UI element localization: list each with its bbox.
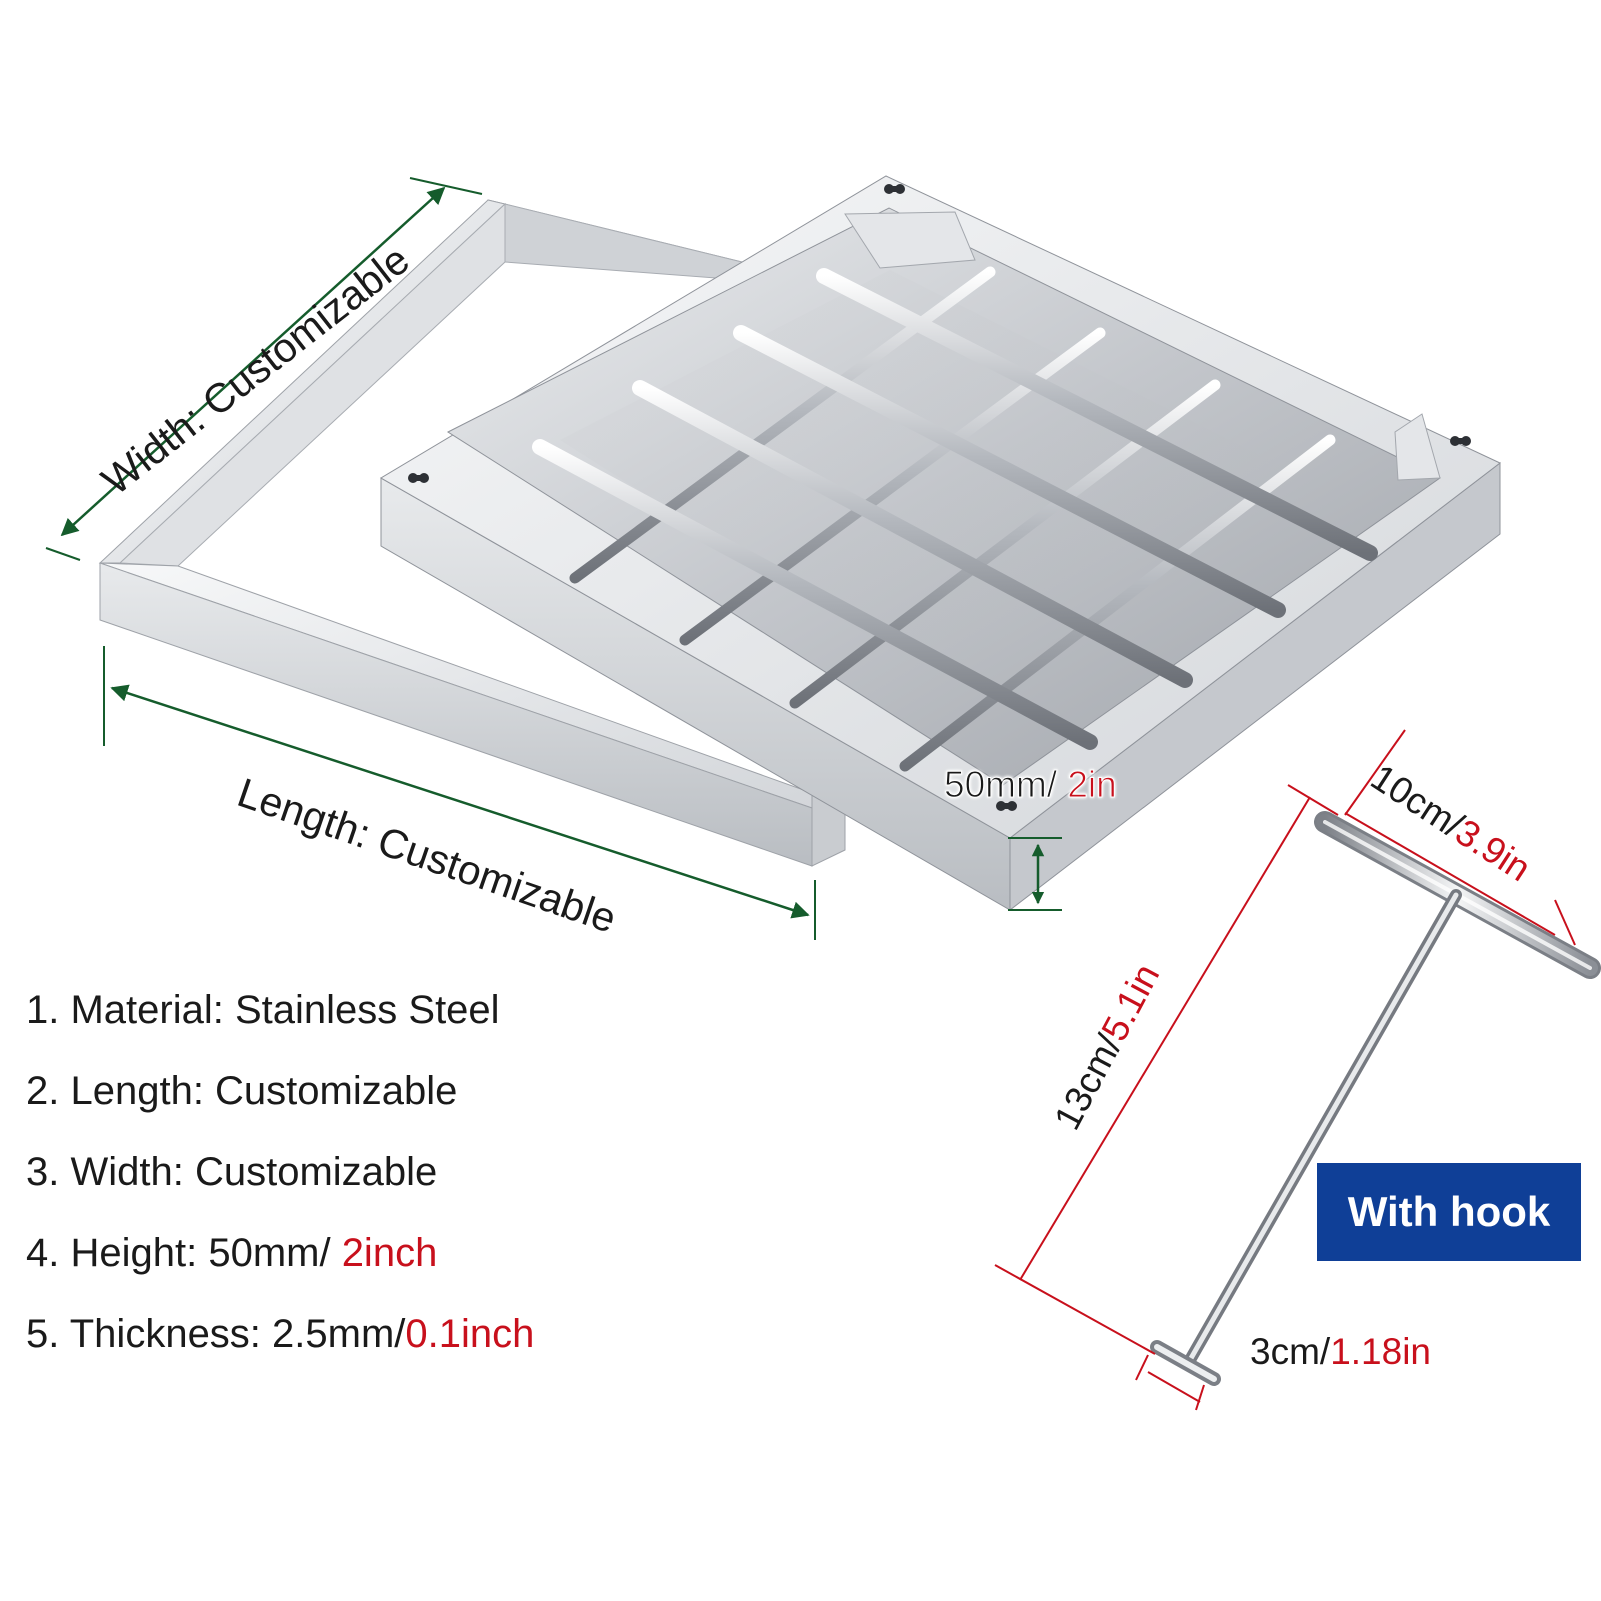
height-value: 50mm/ [943,764,1068,805]
height-value-alt: 2in [1067,764,1117,805]
hook-dimension-lines [994,729,1576,1411]
spec-list: 1. Material: Stainless Steel 2. Length: … [26,990,534,1395]
spec-text: 3. Width: Customizable [26,1150,438,1194]
spec-highlight: 0.1inch [405,1312,535,1356]
width-dimension-arrow [45,177,483,561]
spec-item: 5. Thickness: 2.5mm/0.1inch [26,1314,534,1395]
spec-text: 4. Height: 50mm/ [26,1231,342,1275]
hook-foot-value-alt: 1.18in [1330,1331,1431,1372]
manhole-cover-icon [380,175,1501,912]
spec-highlight: 2inch [341,1231,438,1275]
spec-text: 2. Length: Customizable [26,1069,458,1113]
spec-item: 3. Width: Customizable [26,1152,534,1233]
spec-text: 5. Thickness: 2.5mm/ [26,1312,406,1356]
length-dimension-arrow [103,646,816,940]
spec-item: 2. Length: Customizable [26,1071,534,1152]
spec-text: 1. Material: Stainless Steel [26,988,500,1032]
spec-item: 4. Height: 50mm/ 2inch [26,1233,534,1314]
height-dimension-arrow [1008,837,1062,911]
hook-foot-value: 3cm/ [1250,1331,1331,1372]
spec-item: 1. Material: Stainless Steel [26,990,534,1071]
t-hook-icon [1150,811,1601,1386]
with-hook-badge: With hook [1317,1163,1581,1261]
hook-foot-label: 3cm/1.18in [1250,1333,1431,1370]
height-dimension-label: 50mm/ 2in [943,764,1117,805]
